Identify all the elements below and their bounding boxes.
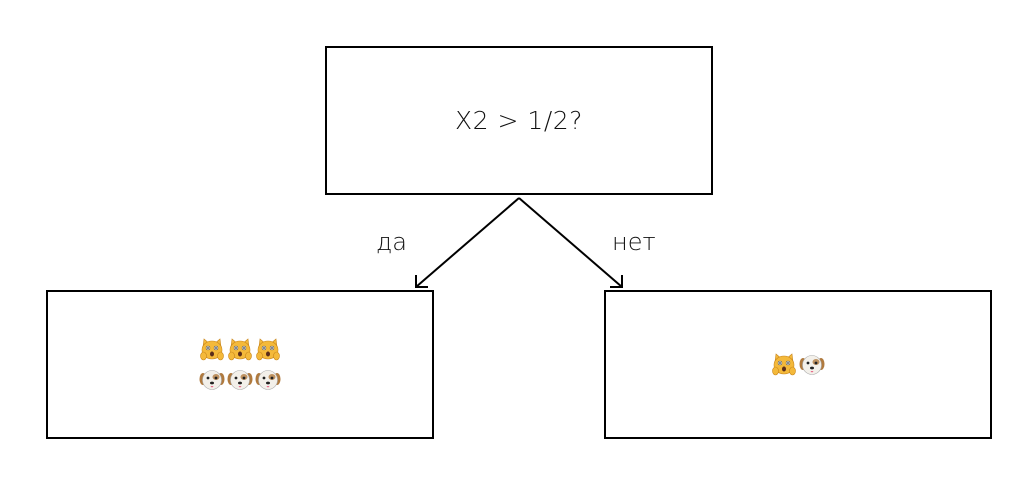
dog-icon [227,367,253,393]
edge-label-no: нет [612,228,656,256]
edge-yes-arrowhead [415,275,428,288]
edge-no-arrowhead [610,275,623,288]
cat-icon [227,337,253,363]
edge-no-line [518,197,623,288]
cat-icon [255,337,281,363]
edge-label-yes: да [376,228,407,256]
root-node: X2 > 1/2? [325,46,713,195]
left-cat-row [199,337,281,363]
cat-icon [199,337,225,363]
dog-icon [199,367,225,393]
root-question: X2 > 1/2? [455,106,583,135]
edge-yes-line [415,197,520,288]
left-dog-row [199,367,281,393]
right-animal-row [771,352,825,378]
dog-icon [255,367,281,393]
cat-icon [771,352,797,378]
right-leaf-node [604,290,992,439]
dog-icon [799,352,825,378]
left-leaf-node [46,290,434,439]
